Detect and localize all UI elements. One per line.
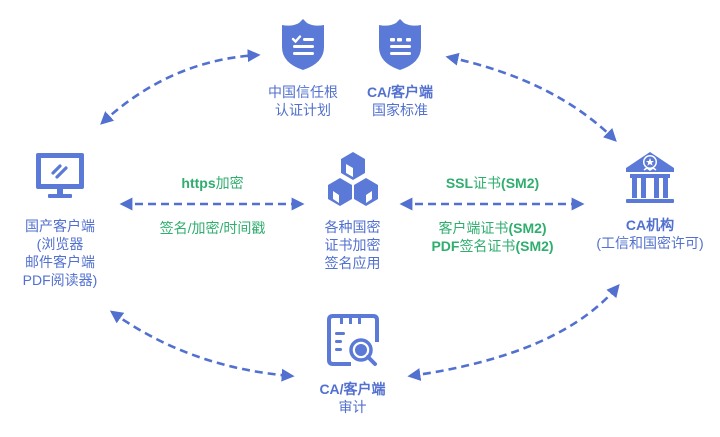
- node-label-line: 证书加密: [324, 237, 381, 253]
- edge-label-line: SSL证书(SM2): [420, 174, 565, 192]
- edge-label-text: 证书: [473, 175, 502, 191]
- node-label-text: CA/客户端: [319, 381, 386, 397]
- arrow-client-trustplan: [100, 49, 261, 125]
- node-label-line: 认证计划: [275, 102, 331, 118]
- node-label-text: CA/客户端: [366, 84, 434, 100]
- edge-label-text: https: [181, 175, 216, 191]
- document-search-icon: [326, 314, 379, 366]
- node-label-line: CA/客户端: [319, 380, 385, 398]
- monitor-icon: [36, 153, 84, 198]
- edge-label-text: (SM2): [501, 175, 540, 191]
- edge-label-text: PDF: [431, 238, 460, 254]
- shield-checklist-icon: [282, 19, 324, 70]
- node-domestic-client: 国产客户端 (浏览器 邮件客户端 PDF阅读器): [10, 151, 110, 289]
- arrow-audit-ca: [407, 284, 620, 381]
- node-trust-root-plan: 中国信任根 认证计划: [258, 17, 348, 119]
- node-label-line: (工信和国密许可): [596, 235, 704, 251]
- node-label-line: (浏览器: [36, 236, 84, 252]
- node-label-line: CA/客户端: [367, 83, 433, 101]
- edge-label-ssl-cert: SSL证书(SM2): [420, 174, 565, 192]
- edge-label-client-pdf-certs: 客户端证书(SM2) PDF签名证书(SM2): [410, 219, 575, 255]
- edge-label-sign-encrypt-timestamp: 签名/加密/时间戳: [140, 219, 285, 237]
- edge-label-text: 客户端证书: [438, 220, 509, 236]
- edge-label-line: 客户端证书(SM2): [410, 219, 575, 237]
- bank-building-icon: [626, 152, 674, 203]
- edge-label-line: 签名/加密/时间戳: [159, 220, 266, 236]
- cubes-icon: [327, 152, 378, 206]
- edge-label-text: (SM2): [515, 238, 554, 254]
- node-label-line: 国家标准: [372, 102, 428, 118]
- edge-label-text: 加密: [215, 175, 244, 191]
- node-label-line: PDF阅读器): [22, 272, 98, 288]
- node-label-line: 审计: [338, 399, 367, 415]
- edge-label-text: 签名证书: [459, 238, 516, 254]
- edge-label-line: https加密: [140, 174, 285, 192]
- node-audit: CA/客户端 审计: [305, 312, 400, 416]
- node-label-text: CA机构: [625, 217, 675, 233]
- node-national-standard: CA/客户端 国家标准: [355, 17, 445, 119]
- edge-label-line: PDF签名证书(SM2): [410, 237, 575, 255]
- node-crypto-applications: 各种国密 证书加密 签名应用: [305, 150, 400, 272]
- node-ca-organization: CA机构 (工信和国密许可): [585, 150, 715, 252]
- node-label-line: CA机构: [596, 216, 703, 234]
- node-label-line: 邮件客户端: [24, 254, 95, 270]
- edge-label-https: https加密: [140, 174, 285, 192]
- node-label-line: 中国信任根: [268, 84, 338, 100]
- arrow-client-audit: [109, 310, 295, 382]
- arrow-standard-ca: [445, 52, 617, 142]
- edge-label-text: SSL: [445, 175, 474, 191]
- node-label-line: 签名应用: [324, 255, 381, 271]
- shield-list-icon: [379, 19, 421, 70]
- node-label-line: 各种国密: [324, 219, 381, 235]
- node-label-line: 国产客户端: [24, 218, 95, 234]
- edge-label-text: (SM2): [508, 220, 547, 236]
